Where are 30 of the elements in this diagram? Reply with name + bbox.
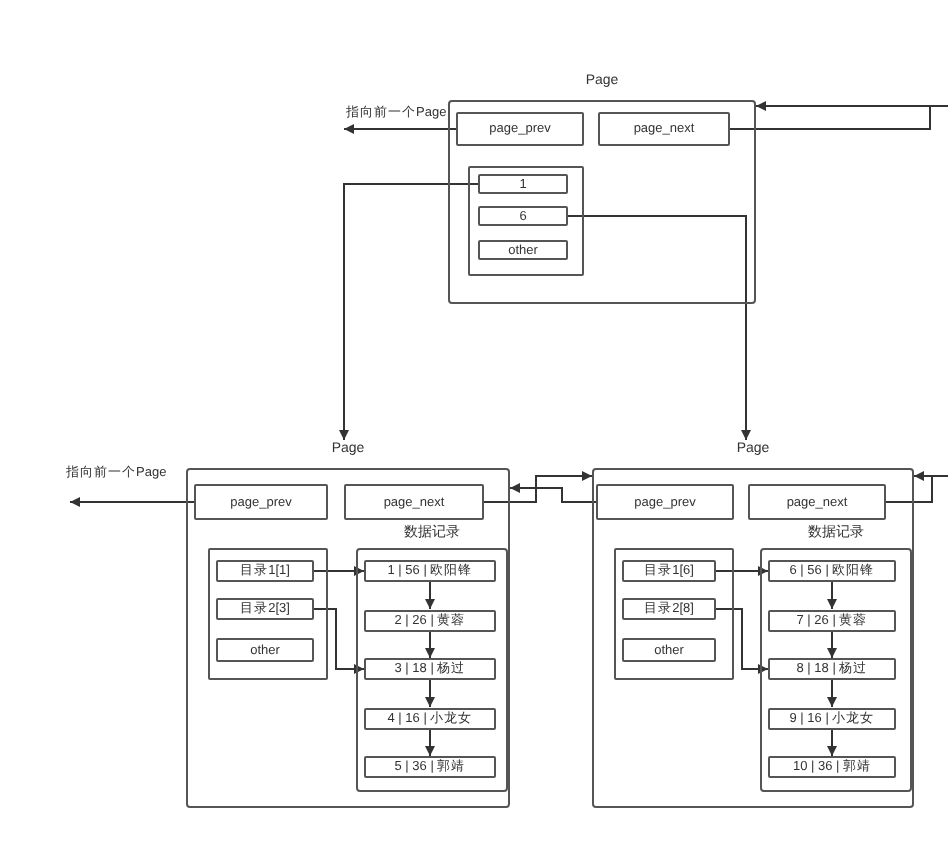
page-box	[448, 72, 756, 304]
page-box	[186, 440, 510, 808]
arrow	[425, 679, 435, 708]
directory-box	[208, 548, 328, 680]
page-box	[592, 440, 914, 808]
arrow	[313, 566, 365, 576]
record-list-box	[760, 524, 912, 792]
arrow	[715, 566, 769, 576]
arrow	[425, 581, 435, 610]
arrow	[343, 124, 457, 134]
arrow	[313, 608, 365, 674]
arrow	[339, 183, 479, 441]
connector-line	[885, 475, 933, 503]
directory-box	[614, 548, 734, 680]
arrow	[827, 728, 837, 757]
arrow	[483, 471, 593, 503]
arrow	[827, 630, 837, 659]
arrow	[567, 215, 751, 441]
arrow	[425, 630, 435, 659]
arrow	[827, 581, 837, 610]
arrow	[913, 471, 948, 481]
arrow	[715, 608, 769, 674]
arrow	[425, 728, 435, 757]
record-list-box	[356, 524, 508, 792]
connector-line	[729, 105, 931, 130]
arrow	[69, 497, 195, 507]
arrow	[755, 101, 948, 111]
arrow	[827, 679, 837, 708]
arrow	[509, 483, 597, 503]
directory-box	[468, 166, 584, 276]
